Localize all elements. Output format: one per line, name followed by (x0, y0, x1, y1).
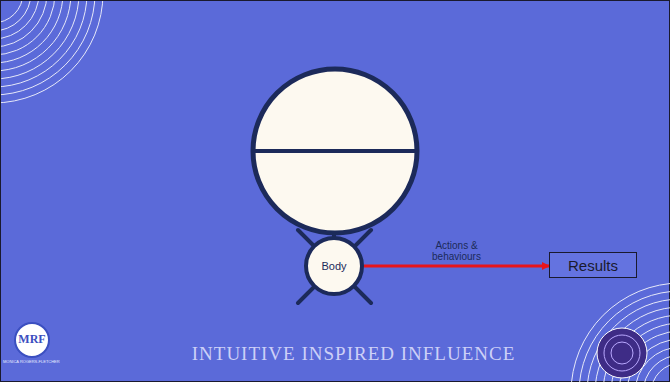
node-text: Results (568, 257, 618, 274)
edge-label: Actions & behaviours (425, 240, 489, 262)
brand-tagline: INTUITIVE INSPIRED INFLUENCE (166, 343, 541, 365)
body-circle: Body (304, 236, 364, 296)
logo-initials: MRF (15, 332, 49, 347)
badge-logo (597, 328, 647, 378)
stick-figure (253, 69, 417, 303)
action-arrow (364, 265, 549, 268)
mrf-logo-ring (15, 323, 49, 357)
node-text: Body (321, 260, 346, 272)
result-box: Results (549, 252, 637, 278)
logo-name: MONICA ROGERS-FLETCHER (3, 359, 103, 364)
